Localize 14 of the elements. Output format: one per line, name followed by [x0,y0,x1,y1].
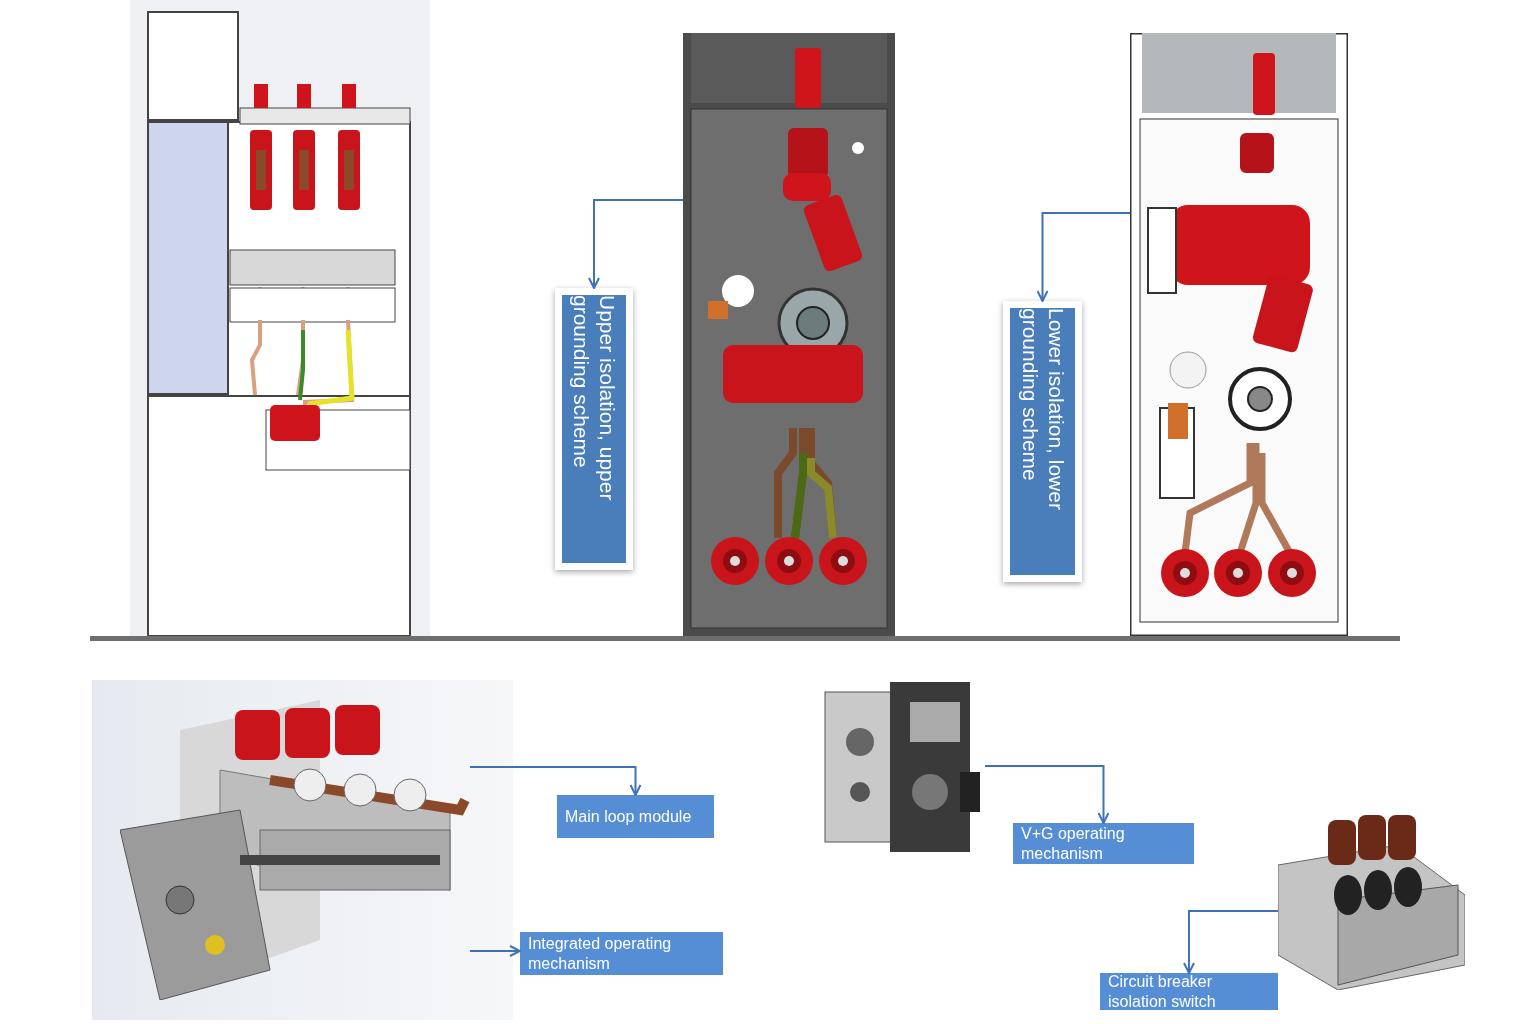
callout-label: V+G operating mechanism [1013,823,1194,864]
leader-arrow [469,945,521,957]
callout-label: Main loop module [557,795,714,838]
callout-label: Integrated operating mechanism [520,932,723,975]
isolation-switch-drawing [1278,815,1465,990]
leader-arrow [1036,212,1131,302]
main-loop-module-drawing [120,700,470,1000]
callout-label: Circuit breaker isolation switch [1100,973,1278,1010]
leader-arrow [469,766,642,796]
leader-arrow [588,199,684,289]
leader-arrow [1183,910,1279,974]
switchgear-cabinet-drawing [683,33,895,636]
leader-arrow [984,765,1110,824]
switchgear-cabinet-drawing [1130,33,1348,636]
